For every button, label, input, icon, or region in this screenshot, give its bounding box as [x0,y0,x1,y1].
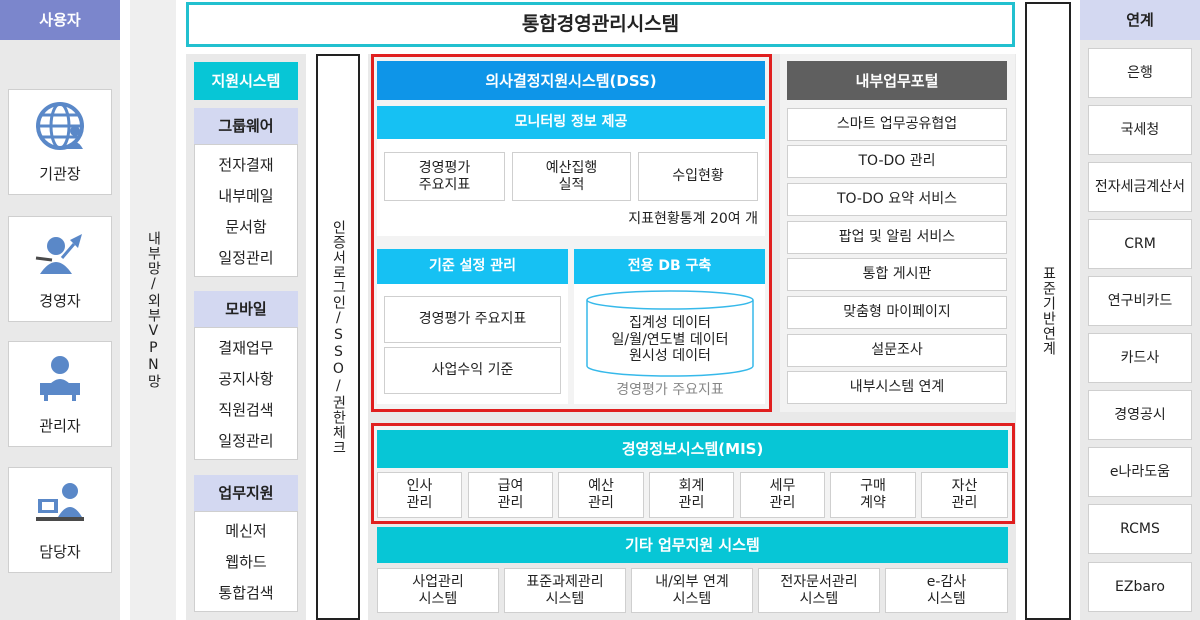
portal-item: TO-DO 요약 서비스 [787,183,1007,216]
mis-item: 예산 관리 [558,472,644,518]
database-icon [586,290,754,377]
mobile-header: 모바일 [194,291,298,327]
user-card-manager: 관리자 [8,341,112,447]
list-item: 결재업무 [218,338,274,357]
work-support-header: 업무지원 [194,475,298,511]
monitoring-item: 수입현황 [638,152,758,201]
link-item: EZbaro [1088,562,1192,612]
user-card-executive: 경영자 [8,216,112,322]
portal-item: 통합 게시판 [787,258,1007,291]
standard-label: 표준기반연계 [1040,266,1057,356]
monitoring-note: 지표현황통계 20여 개 [628,211,758,227]
etc-item: 전자문서관리 시스템 [758,568,880,613]
monitoring-item: 예산집행 실적 [512,152,631,201]
mis-header: 경영정보시스템(MIS) [377,430,1008,468]
link-item: RCMS [1088,504,1192,554]
work-support-list: 메신저 웹하드 통합검색 [194,511,298,612]
etc-header: 기타 업무지원 시스템 [377,527,1008,563]
groupware-list: 전자결재 내부메일 문서함 일정관리 [194,144,298,277]
user-label: 담당자 [39,543,81,561]
criteria-item: 경영평가 주요지표 [384,296,561,343]
list-item: 직원검색 [218,400,274,419]
list-item: 내부메일 [218,186,274,205]
link-item: CRM [1088,219,1192,269]
etc-item: 표준과제관리 시스템 [504,568,626,613]
support-header: 지원시스템 [194,62,298,100]
link-item: e나라도움 [1088,447,1192,497]
user-label: 경영자 [39,292,81,310]
list-item: 일정관리 [218,248,274,267]
globe-person-icon [36,102,84,150]
mobile-list: 결재업무 공지사항 직원검색 일정관리 [194,327,298,460]
mis-item: 인사 관리 [377,472,462,518]
portal-item: 팝업 및 알림 서비스 [787,221,1007,254]
link-item: 경영공시 [1088,390,1192,440]
dss-header: 의사결정지원시스템(DSS) [377,61,765,100]
standard-band: 표준기반연계 [1025,2,1071,620]
etc-item: 사업관리 시스템 [377,568,499,613]
users-header: 사용자 [0,0,120,40]
mis-item: 급여 관리 [468,472,553,518]
link-item: 전자세금계산서 [1088,162,1192,212]
list-item: 전자결재 [218,155,274,174]
portal-header: 내부업무포털 [787,61,1007,100]
manager-icon [40,356,80,401]
mis-item: 회계 관리 [649,472,734,518]
executive-icon [35,234,82,274]
user-card-staff: 담당자 [8,467,112,573]
staff-icon [36,483,84,521]
criteria-item: 사업수익 기준 [384,347,561,394]
links-header: 연계 [1080,0,1200,40]
criteria-header: 기준 설정 관리 [377,249,568,284]
network-band: 내부망/외부VPN망 [130,0,176,620]
user-label: 기관장 [39,165,81,183]
auth-label: 인증서로그인/SSO/권한체크 [330,219,347,455]
link-item: 은행 [1088,48,1192,98]
mis-item: 세무 관리 [740,472,825,518]
portal-item: TO-DO 관리 [787,145,1007,178]
portal-item: 내부시스템 연계 [787,371,1007,404]
user-label: 관리자 [39,417,81,435]
auth-band: 인증서로그인/SSO/권한체크 [316,54,360,620]
list-item: 문서함 [225,217,267,236]
portal-item: 스마트 업무공유협업 [787,108,1007,141]
list-item: 일정관리 [218,431,274,450]
etc-item: 내/외부 연계 시스템 [631,568,753,613]
db-header: 전용 DB 구축 [574,249,765,284]
user-card-ceo: 기관장 [8,89,112,195]
list-item: 공지사항 [218,369,274,388]
link-item: 국세청 [1088,105,1192,155]
list-item: 메신저 [225,522,267,540]
db-text: 집계성 데이터 일/월/연도별 데이터 원시성 데이터 [611,314,729,365]
groupware-header: 그룹웨어 [194,108,298,144]
mis-item: 자산 관리 [921,472,1008,518]
portal-item: 맞춤형 마이페이지 [787,296,1007,329]
portal-item: 설문조사 [787,334,1007,367]
monitoring-header: 모니터링 정보 제공 [377,106,765,139]
list-item: 웹하드 [225,553,267,571]
network-label: 내부망/외부VPN망 [145,231,162,389]
link-item: 카드사 [1088,333,1192,383]
db-note: 경영평가 주요지표 [616,381,724,398]
link-item: 연구비카드 [1088,276,1192,326]
mis-item: 구매 계약 [830,472,916,518]
monitoring-item: 경영평가 주요지표 [384,152,505,201]
page-title: 통합경영관리시스템 [186,2,1015,47]
list-item: 통합검색 [218,584,274,602]
etc-item: e-감사 시스템 [885,568,1008,613]
